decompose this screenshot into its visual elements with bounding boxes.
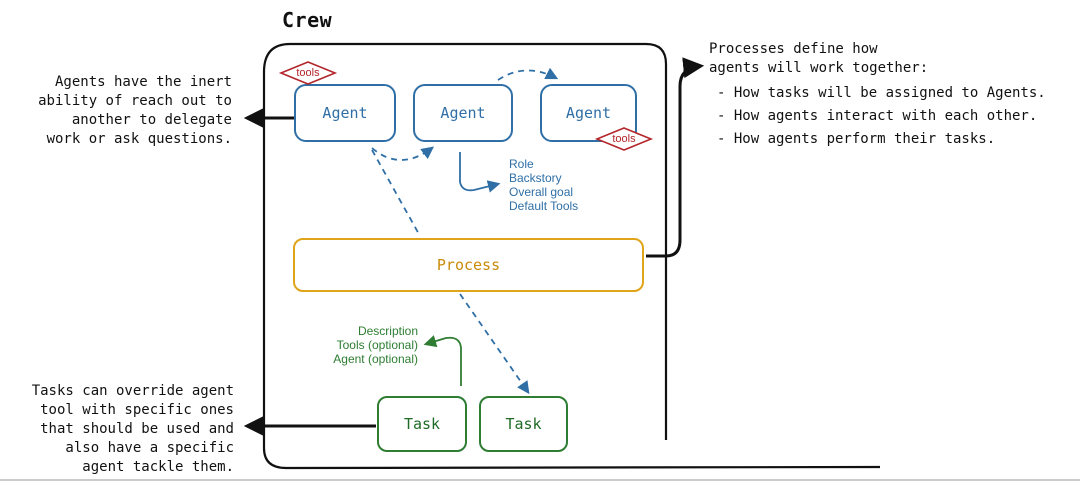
process-label: Process xyxy=(436,256,501,274)
task-box-2[interactable]: Task xyxy=(479,396,568,452)
agent-attributes-arrow xyxy=(459,152,501,193)
tasks-note-line: agent tackle them. xyxy=(82,459,234,475)
tasks-note-line: also have a specific xyxy=(65,440,234,456)
agent-attribute-role: Role xyxy=(509,157,534,171)
agents-note: Agents have the inert ability of reach o… xyxy=(8,73,232,149)
task-label: Task xyxy=(505,415,542,433)
agent-attributes: Role Backstory Overall goal Default Tool… xyxy=(509,157,578,213)
agent-label: Agent xyxy=(565,104,612,122)
task-attribute-agent: Agent (optional) xyxy=(333,352,418,366)
processes-bullet: - How agents perform their tasks. xyxy=(717,131,996,147)
processes-bullet: - How agents interact with each other. xyxy=(717,108,1038,124)
task-box-1[interactable]: Task xyxy=(377,396,467,452)
tools-badge-shape xyxy=(278,61,338,85)
processes-note-heading: Processes define how xyxy=(709,41,878,57)
agent-delegate-arrow xyxy=(371,146,435,161)
agent-attribute-backstory: Backstory xyxy=(509,171,562,185)
agent-box-2[interactable]: Agent xyxy=(413,84,513,142)
tools-badge: tools xyxy=(278,60,338,86)
agents-note-line: another to delegate xyxy=(71,112,232,128)
tools-badge: tools xyxy=(594,126,654,152)
tools-badge-label: tools xyxy=(296,67,320,79)
tools-badge-shape xyxy=(594,127,654,151)
tasks-note-line: tool with specific ones xyxy=(40,402,234,418)
task-attributes: Description Tools (optional) Agent (opti… xyxy=(318,324,418,366)
tasks-note: Tasks can override agent tool with speci… xyxy=(2,382,234,477)
agent-attribute-goal: Overall goal xyxy=(509,185,574,199)
agent-attribute-tools: Default Tools xyxy=(509,199,579,213)
task-attributes-arrow xyxy=(423,335,462,386)
processes-bullet-list: - How tasks will be assigned to Agents. … xyxy=(709,82,1074,151)
agent-box-1[interactable]: Agent xyxy=(294,84,396,142)
process-box[interactable]: Process xyxy=(293,238,644,292)
crew-container xyxy=(262,42,881,470)
crew-title: Crew xyxy=(282,8,333,32)
processes-note: Processes define how agents will work to… xyxy=(709,40,1074,151)
agent-chain-arrow xyxy=(497,67,559,81)
task-label: Task xyxy=(403,415,441,433)
tasks-note-line: Tasks can override agent xyxy=(31,383,234,399)
agent-process-link xyxy=(371,149,421,237)
agents-note-line: ability of reach out to xyxy=(38,93,232,109)
processes-note-heading: agents will work together: xyxy=(709,60,929,76)
agents-note-line: work or ask questions. xyxy=(46,131,232,147)
task-attribute-tools: Tools (optional) xyxy=(336,338,418,352)
processes-bullet: - How tasks will be assigned to Agents. xyxy=(717,85,1046,101)
tools-badge-label: tools xyxy=(612,133,636,145)
task-attribute-description: Description xyxy=(357,324,418,338)
processes-note-arrow xyxy=(646,57,705,258)
agent-box-3[interactable]: Agent xyxy=(540,84,637,142)
process-task-arrow xyxy=(459,293,530,395)
agent-label: Agent xyxy=(322,104,368,122)
agents-note-line: Agents have the inert xyxy=(54,74,232,90)
agent-label: Agent xyxy=(440,104,486,122)
tasks-note-line: that should be used and xyxy=(40,421,234,437)
